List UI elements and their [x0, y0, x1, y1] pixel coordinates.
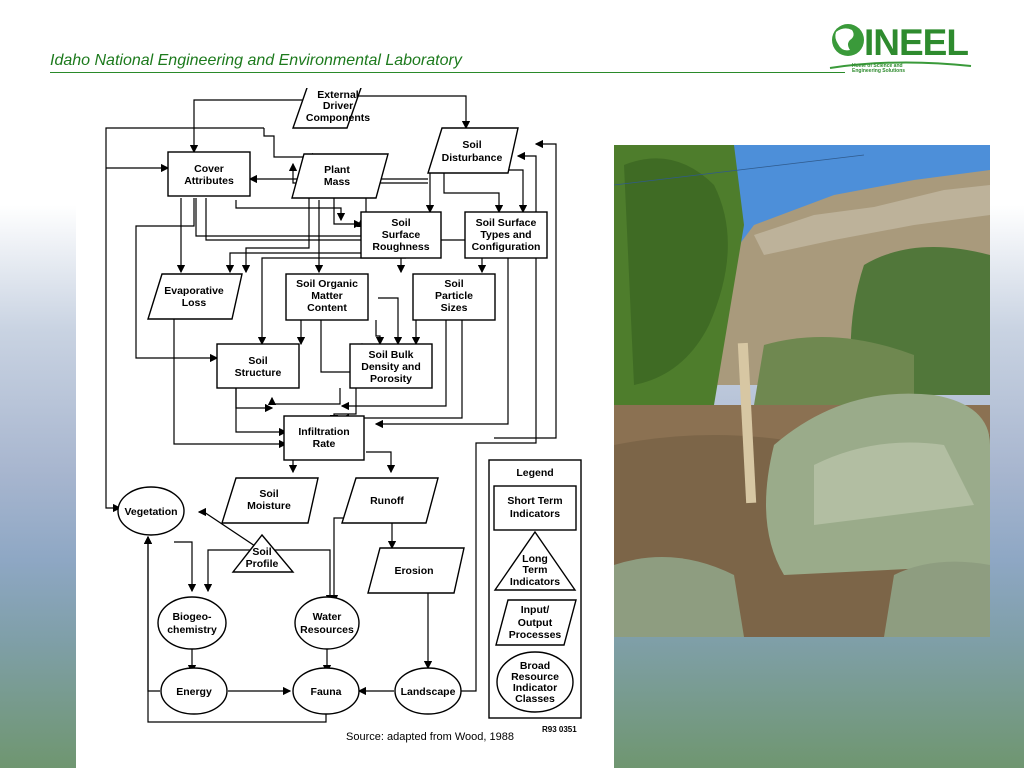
node-vegetation: Vegetation — [117, 486, 185, 536]
node-biogeochemistry: Biogeo-chemistry — [157, 596, 227, 650]
diagram-connectors — [105, 95, 557, 723]
node-landscape: Landscape — [394, 667, 462, 715]
svg-text:Vegetation: Vegetation — [124, 506, 177, 518]
logo-subtext: Home of Science and Engineering Solution… — [852, 63, 906, 74]
svg-text:Erosion: Erosion — [394, 565, 433, 577]
node-erosion: Erosion — [367, 547, 465, 594]
node-energy: Energy — [160, 667, 228, 715]
svg-text:Energy: Energy — [176, 686, 212, 698]
logo-text: INEEL — [864, 22, 969, 63]
header-title: Idaho National Engineering and Environme… — [50, 52, 462, 69]
svg-text:Runoff: Runoff — [370, 495, 404, 507]
globe-icon — [829, 24, 972, 69]
legend-title: Legend — [516, 467, 553, 479]
figure-code: R93 0351 — [542, 725, 577, 734]
source-note: Source: adapted from Wood, 1988 — [346, 731, 514, 743]
svg-text:Biogeo-chemistry: Biogeo-chemistry — [167, 611, 217, 636]
node-runoff: Runoff — [341, 477, 439, 524]
svg-text:Fauna: Fauna — [311, 686, 342, 698]
header-divider — [50, 72, 845, 73]
landscape-photo — [614, 145, 990, 637]
svg-text:Landscape: Landscape — [401, 686, 456, 698]
node-fauna: Fauna — [292, 667, 360, 715]
